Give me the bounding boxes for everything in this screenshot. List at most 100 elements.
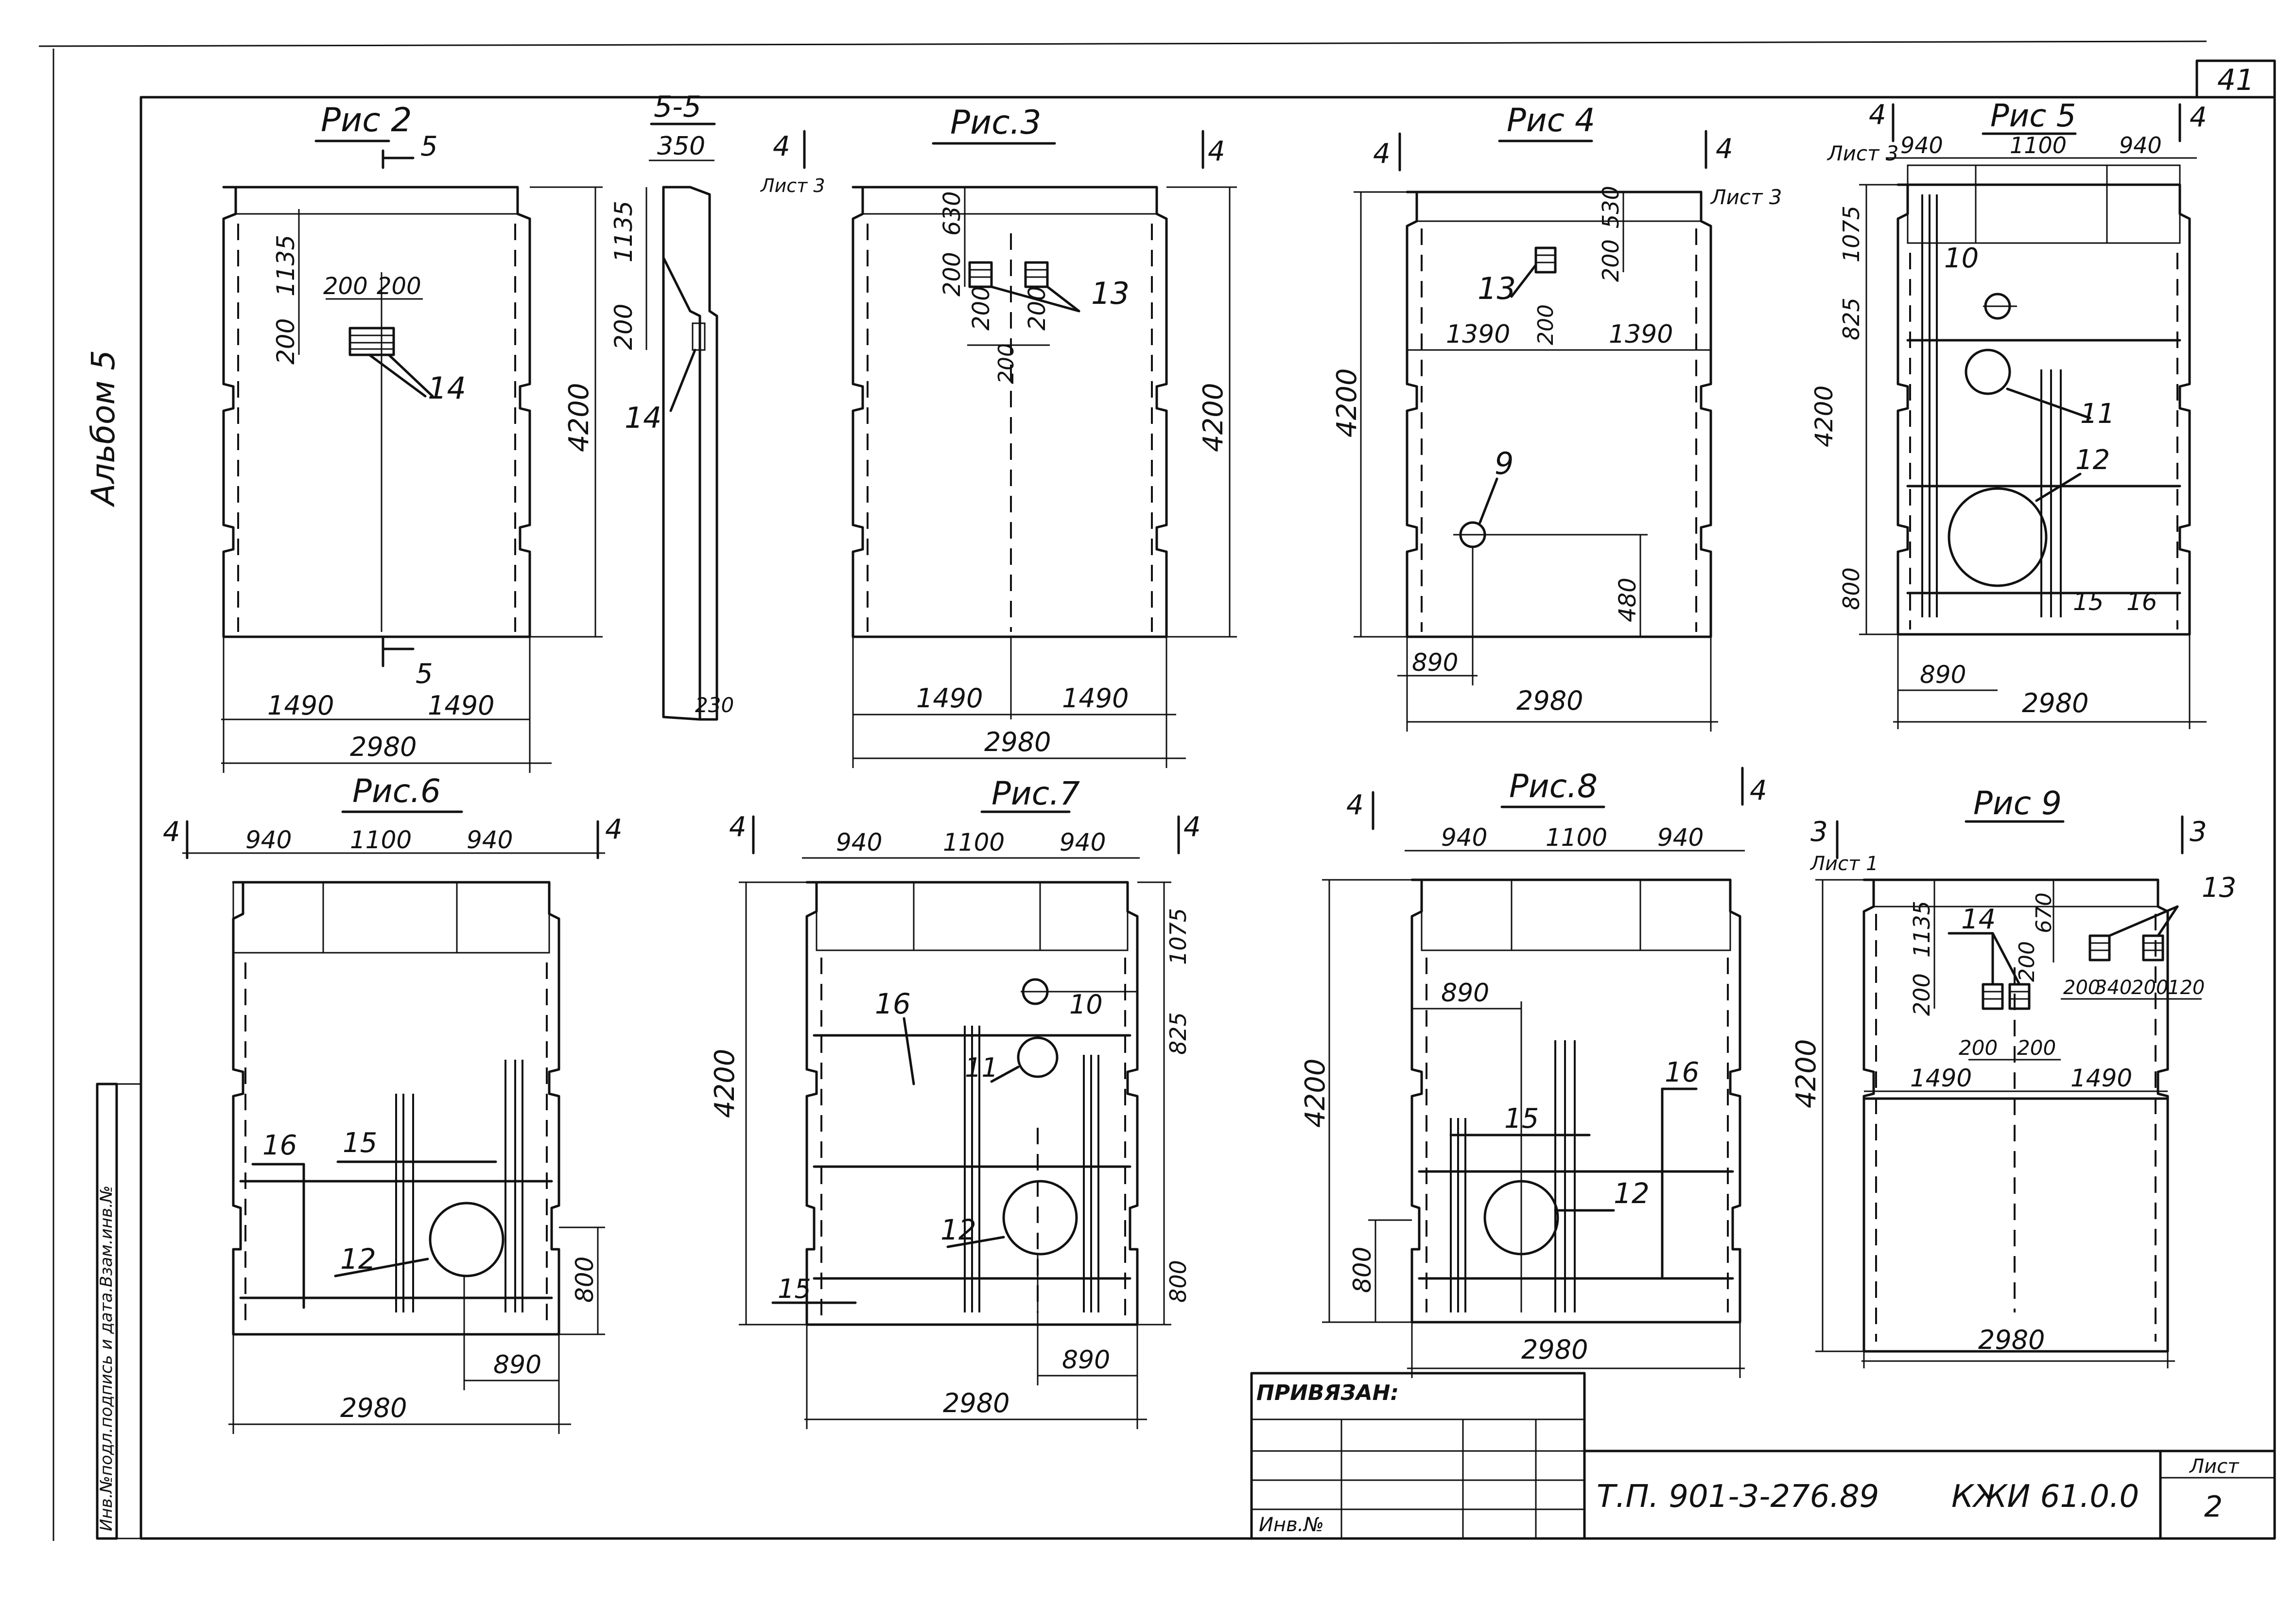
fig5-opening-11 <box>1965 349 2011 395</box>
figure-2: Рис 2 5 14 1135 200 200 200 4200 5 1490 … <box>221 101 603 773</box>
svg-text:Лист 3: Лист 3 <box>1826 141 1899 165</box>
svg-text:1490: 1490 <box>916 683 983 714</box>
svg-text:1135: 1135 <box>609 201 638 262</box>
svg-text:200: 200 <box>2131 977 2168 999</box>
svg-text:4200: 4200 <box>1791 1039 1822 1108</box>
svg-text:200: 200 <box>2017 1036 2056 1060</box>
svg-text:4: 4 <box>1869 99 1886 131</box>
fig2-callout-14: 14 <box>428 370 466 406</box>
svg-text:1135: 1135 <box>1909 901 1935 958</box>
fig4-callout-13: 13 <box>1478 271 1516 306</box>
svg-text:2980: 2980 <box>350 732 417 762</box>
svg-text:1100: 1100 <box>1546 823 1607 852</box>
sheet-number: 41 <box>2217 63 2254 97</box>
fig7-callout-10: 10 <box>1069 989 1103 1020</box>
sheet-label: Лист <box>2189 1455 2240 1478</box>
figure-7: Рис.7 4 4 940 1100 940 10 11 16 12 15 <box>709 775 1201 1429</box>
outer-frame <box>139 96 2276 1540</box>
svg-text:200: 200 <box>1909 973 1935 1016</box>
sheet-number-box: 41 <box>2195 59 2276 99</box>
svg-text:Лист 3: Лист 3 <box>1710 185 1782 209</box>
fig3-callout-13: 13 <box>1091 276 1130 311</box>
project-code: Т.П. 901-3-276.89 <box>1597 1479 1879 1515</box>
svg-text:940: 940 <box>1441 823 1487 852</box>
svg-text:940: 940 <box>1060 828 1106 856</box>
fig5-opening-12 <box>1948 487 2048 587</box>
side-stamp: Инв.№подл.подпись и дата.Взам.инв.№ <box>96 1083 142 1540</box>
svg-text:1490: 1490 <box>2070 1064 2132 1092</box>
fig8-callout-15: 15 <box>1504 1103 1539 1135</box>
svg-text:890: 890 <box>493 1350 541 1380</box>
svg-text:4: 4 <box>1208 136 1225 167</box>
sheet-value: 2 <box>2204 1490 2223 1524</box>
fig7-opening-11 <box>1017 1036 1059 1078</box>
svg-text:Лист 3: Лист 3 <box>760 175 825 196</box>
fig5-callout-10: 10 <box>1944 243 1979 274</box>
svg-text:1490: 1490 <box>267 690 334 721</box>
svg-text:4: 4 <box>2190 102 2207 133</box>
figure-5: Рис 5 4 Лист 3 4 940 1100 940 10 11 12 1… <box>1810 98 2207 729</box>
fig4-panel-outline <box>1406 191 1712 638</box>
svg-text:200: 200 <box>939 252 966 297</box>
svg-text:4200: 4200 <box>1331 368 1363 437</box>
fig6-opening-12 <box>429 1202 504 1277</box>
svg-text:4: 4 <box>163 816 180 848</box>
svg-text:800: 800 <box>1348 1247 1376 1293</box>
svg-text:2980: 2980 <box>1516 685 1583 716</box>
fig5-callout-11: 11 <box>2080 398 2115 430</box>
fig8-callout-16: 16 <box>1665 1057 1699 1088</box>
svg-text:350: 350 <box>657 132 705 161</box>
fig5-callout-12: 12 <box>2075 444 2110 476</box>
svg-text:825: 825 <box>1838 297 1864 340</box>
side-stamp-text: Инв.№подл.подпись и дата.Взам.инв.№ <box>97 1186 116 1531</box>
svg-text:940: 940 <box>836 828 882 856</box>
section-5-5: 5-5 350 1135 200 14 230 <box>609 90 734 721</box>
svg-text:3: 3 <box>2190 816 2207 848</box>
fig3-panel-outline <box>852 186 1168 638</box>
svg-text:1490: 1490 <box>1062 683 1129 714</box>
svg-text:200: 200 <box>2063 977 2100 999</box>
svg-text:4: 4 <box>605 814 623 845</box>
fig2-section-mark: 5 <box>420 131 438 162</box>
svg-text:4200: 4200 <box>563 383 595 452</box>
svg-text:940: 940 <box>1657 823 1704 852</box>
album-label: Альбом 5 <box>85 350 122 507</box>
svg-text:200: 200 <box>272 318 300 365</box>
svg-text:1490: 1490 <box>428 690 494 721</box>
fig6-callout-12: 12 <box>340 1242 376 1276</box>
svg-text:890: 890 <box>1412 648 1458 677</box>
title-block-bound: ПРИВЯЗАН: <box>1256 1381 1399 1405</box>
svg-text:940: 940 <box>245 826 292 854</box>
fig8-callout-12: 12 <box>1614 1177 1650 1210</box>
sec55-title: 5-5 <box>654 90 701 124</box>
svg-text:825: 825 <box>1165 1012 1191 1055</box>
svg-text:1390: 1390 <box>1609 320 1673 349</box>
svg-text:530: 530 <box>1598 186 1624 228</box>
fig5-callout-16: 16 <box>2126 588 2157 616</box>
svg-text:2980: 2980 <box>340 1393 407 1423</box>
svg-text:670: 670 <box>2032 892 2056 933</box>
svg-text:1390: 1390 <box>1446 320 1510 349</box>
svg-text:2980: 2980 <box>1978 1325 2045 1355</box>
fig7-opening-12 <box>1002 1180 1078 1256</box>
fig3-title: Рис.3 <box>950 104 1041 142</box>
fig8-opening-12 <box>1483 1180 1559 1256</box>
svg-text:1490: 1490 <box>1910 1064 1972 1092</box>
svg-text:340: 340 <box>2095 977 2132 999</box>
svg-text:4200: 4200 <box>1198 383 1229 452</box>
svg-text:1075: 1075 <box>1165 908 1191 965</box>
fig2-title: Рис 2 <box>321 101 412 140</box>
figure-6: Рис.6 4 4 940 1100 940 12 16 15 800 890 <box>163 772 623 1434</box>
fig5-title: Рис 5 <box>1990 98 2076 134</box>
fig4-callout-9: 9 <box>1495 446 1513 481</box>
svg-text:200: 200 <box>2015 941 2039 982</box>
fig4-title: Рис 4 <box>1507 102 1595 139</box>
fig2-embed-plate <box>348 327 395 356</box>
fig6-panel-outline <box>232 881 560 1336</box>
svg-text:800: 800 <box>1838 567 1864 610</box>
svg-text:200: 200 <box>1024 286 1051 331</box>
svg-text:3: 3 <box>1810 816 1828 848</box>
title-block: ПРИВЯЗАН: Инв.№ Т.П. 901-3-276.89 КЖИ 61… <box>1250 1372 2276 1540</box>
svg-text:890: 890 <box>1062 1346 1110 1375</box>
svg-text:1135: 1135 <box>272 235 300 297</box>
